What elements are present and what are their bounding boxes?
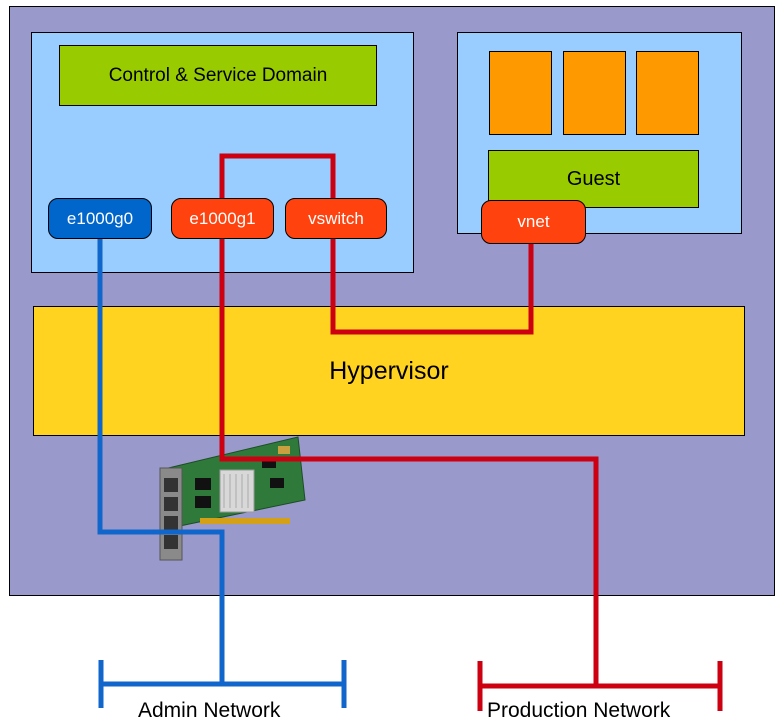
nic-card-icon [159,436,306,561]
vswitch-uplink [219,153,336,198]
hypervisor-layer: Hypervisor [33,306,745,436]
port-e1000g0: e1000g0 [48,198,152,239]
admin-link [97,238,225,684]
port-vswitch: vswitch [285,198,387,239]
guest-cpu-block [636,51,699,135]
vswitch-vnet-link [330,238,534,335]
production-link [219,238,599,686]
guest-cpu-block [489,51,552,135]
production-network-label: Production Network [487,699,671,722]
port-e1000g1: e1000g1 [171,198,274,239]
control-domain-label: Control & Service Domain [59,45,377,106]
guest-label: Guest [488,150,699,208]
admin-network-label: Admin Network [138,699,281,722]
guest-cpu-block [563,51,626,135]
port-vnet: vnet [481,200,586,244]
